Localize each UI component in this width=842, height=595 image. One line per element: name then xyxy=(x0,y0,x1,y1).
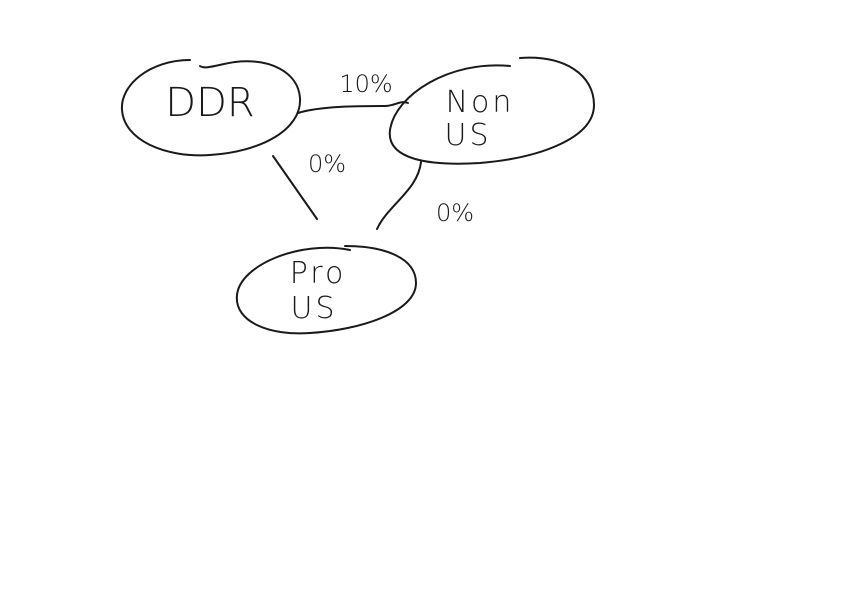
node-pro-us: Pro US xyxy=(235,245,417,335)
edge-ddr-non-us: 10% xyxy=(297,70,409,114)
node-non-us-label-line2: US xyxy=(444,118,491,153)
node-pro-us-label-line1: Pro xyxy=(290,256,347,291)
node-non-us: Non US xyxy=(388,56,595,165)
edge-ddr-pro-us-line xyxy=(272,155,318,220)
edge-non-us-pro-us-line xyxy=(376,161,422,230)
node-ddr-outline xyxy=(120,59,302,157)
node-non-us-label-line1: Non xyxy=(446,85,515,120)
edge-ddr-non-us-line xyxy=(297,101,409,114)
edge-ddr-non-us-label: 10% xyxy=(339,70,392,98)
node-pro-us-label-line2: US xyxy=(290,291,337,326)
node-non-us-outline xyxy=(388,56,595,165)
edge-ddr-pro-us: 0% xyxy=(272,150,346,220)
edge-non-us-pro-us: 0% xyxy=(376,161,474,230)
node-pro-us-outline xyxy=(235,245,417,335)
edge-ddr-pro-us-label: 0% xyxy=(308,150,346,178)
edge-non-us-pro-us-label: 0% xyxy=(436,199,474,227)
node-ddr: DDR xyxy=(120,59,302,157)
node-ddr-label: DDR xyxy=(165,80,254,126)
